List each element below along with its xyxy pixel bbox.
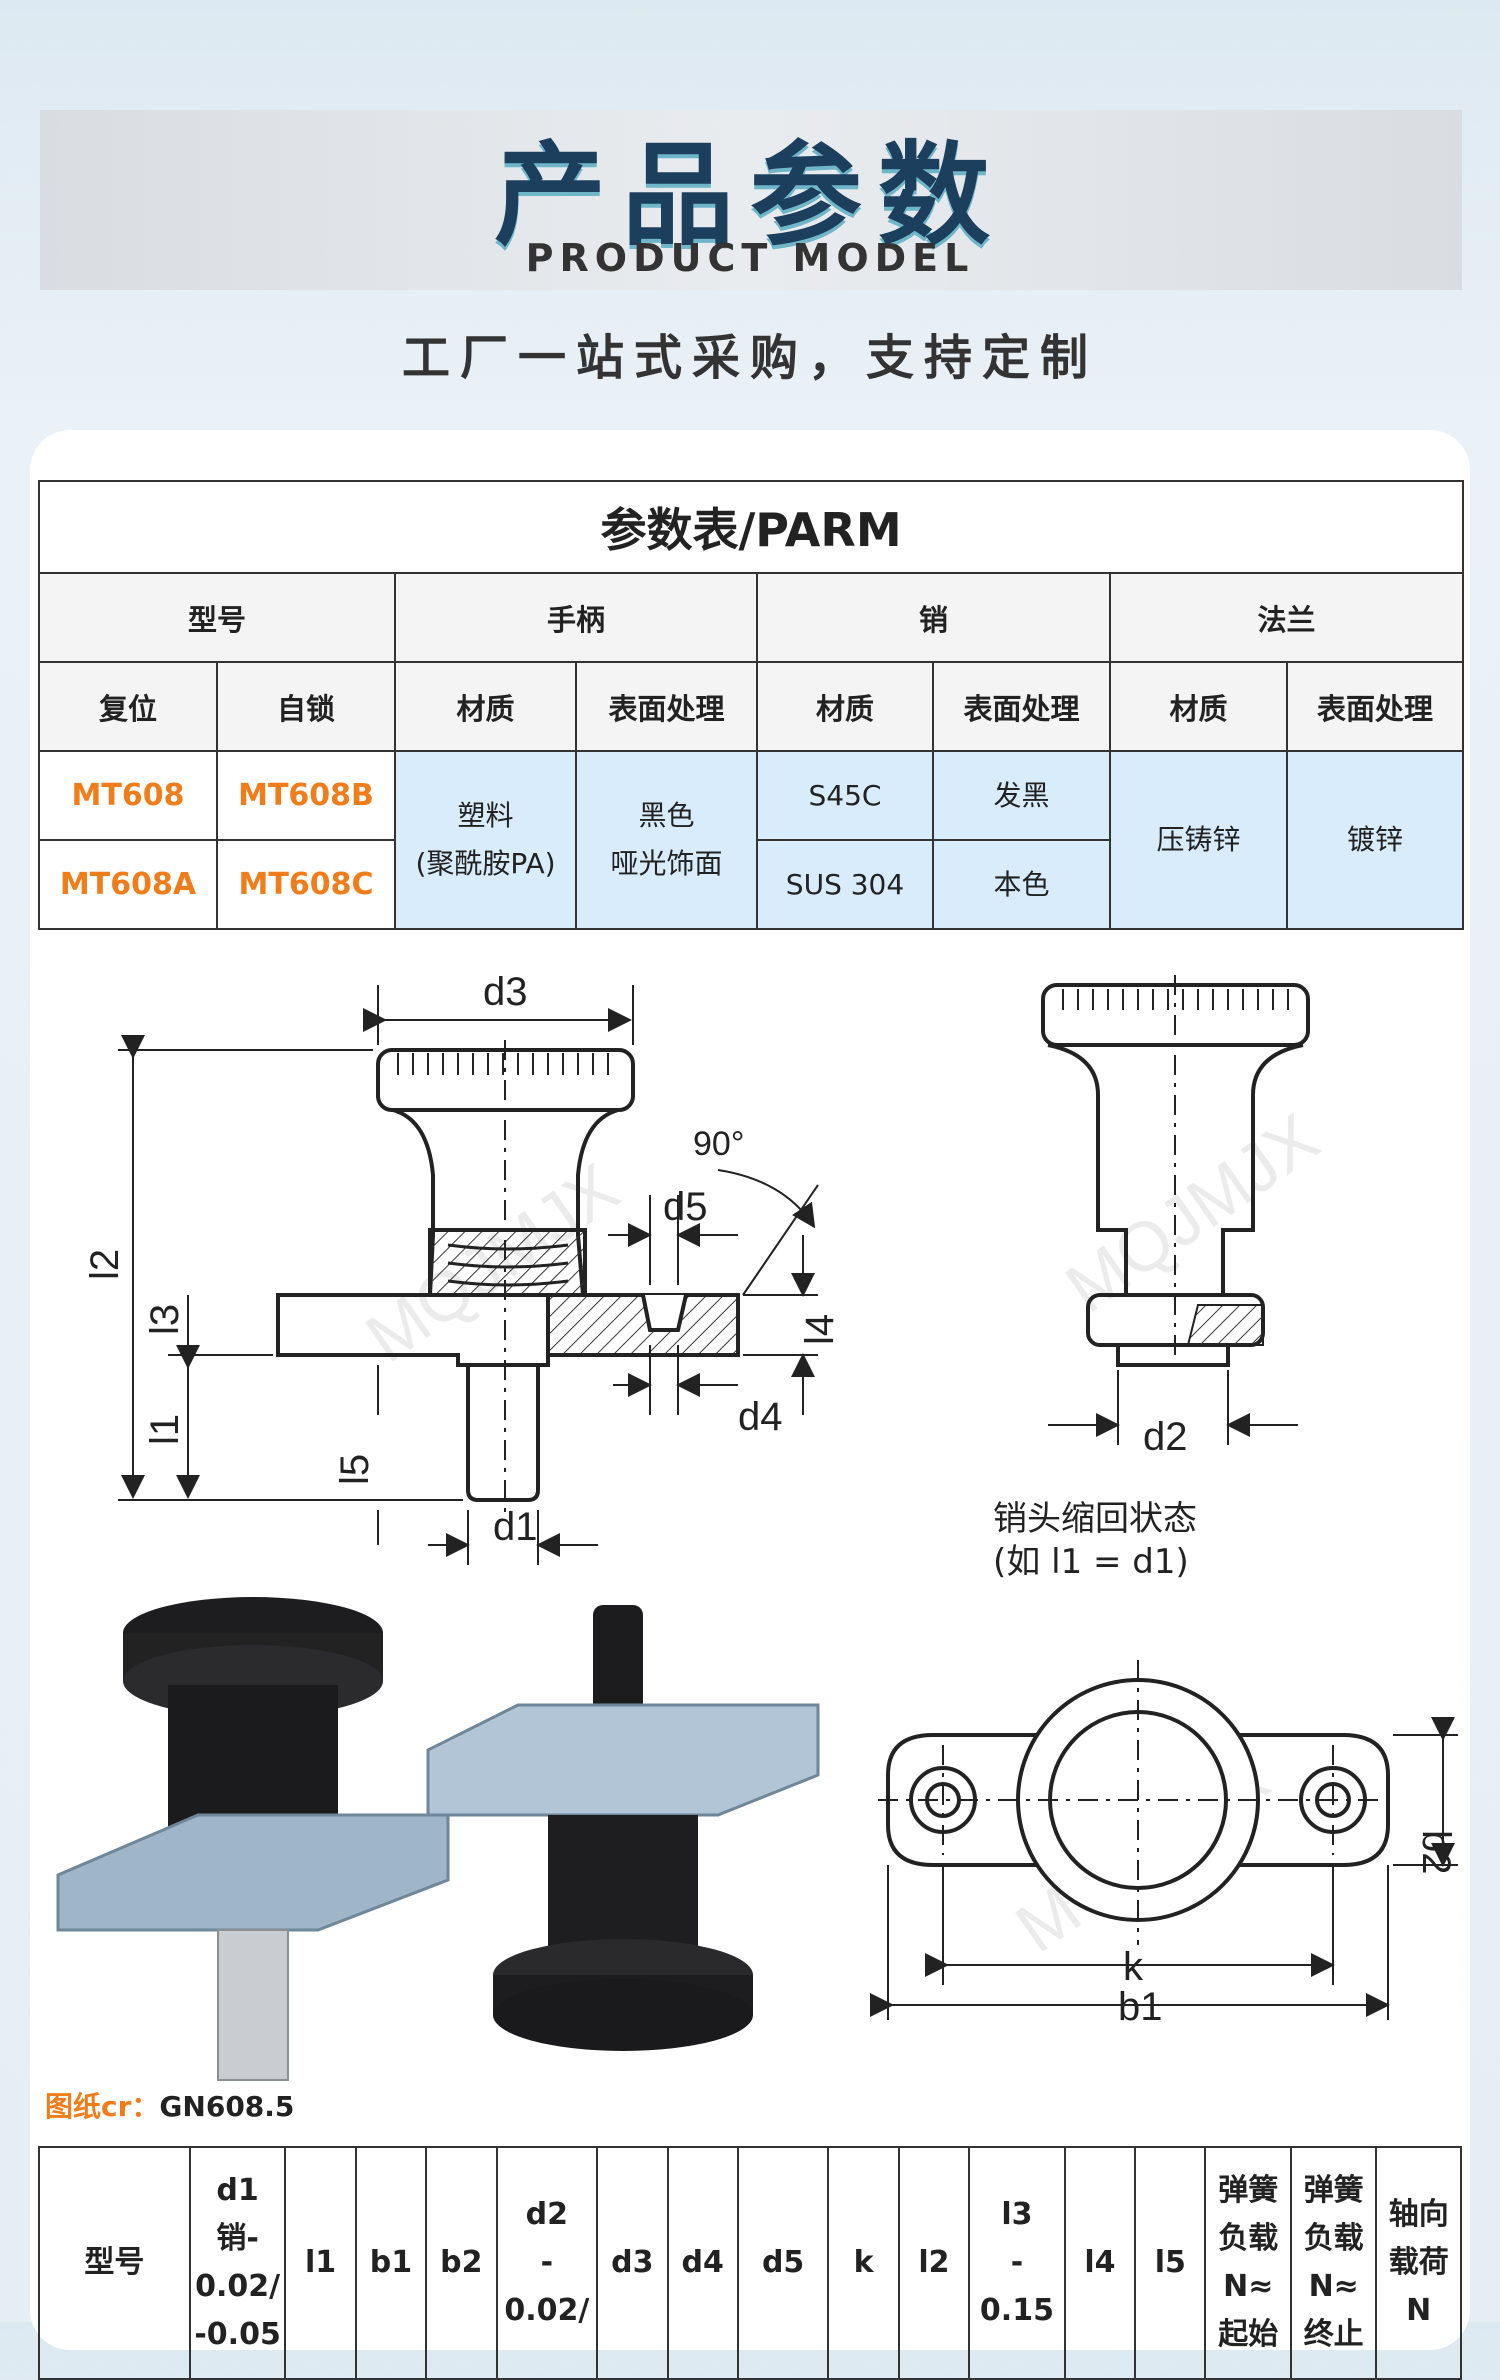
model-lock: MT608B [216, 750, 396, 841]
dim-header: d3 [596, 2146, 669, 2380]
sub-header: 复位 [38, 661, 218, 752]
retracted-caption: 销头缩回状态 [993, 1499, 1197, 1539]
handle-material: 塑料 (聚酰胺PA) [394, 750, 577, 930]
label-k: k [1123, 1945, 1144, 1989]
group-model: 型号 [38, 572, 396, 663]
table-caption: 参数表/PARM [37, 480, 1465, 574]
page-subtitle: PRODUCT MODEL [525, 236, 975, 280]
section-view [276, 1048, 740, 1502]
pin-surface: 发黑 [932, 750, 1111, 841]
top-view-dimensions [870, 1717, 1458, 2020]
sub-header: 自锁 [216, 661, 396, 752]
page-title: 产品参数 [494, 131, 1006, 261]
product-photo-right [426, 1605, 820, 2051]
svg-text:MQJMJX: MQJMJX [1052, 1098, 1332, 1327]
model-reset: MT608A [38, 839, 218, 930]
dim-header: l3 - 0.15 [968, 2146, 1066, 2380]
label-d2: d2 [1143, 1415, 1188, 1459]
flange-material: 压铸锌 [1109, 750, 1288, 930]
pin-material: S45C [756, 750, 934, 841]
dim-header: 型号 [38, 2146, 191, 2380]
sub-header: 材质 [394, 661, 577, 752]
dim-header: b1 [354, 2146, 428, 2380]
label-l3: l3 [143, 1304, 187, 1335]
label-l4: l4 [798, 1314, 842, 1345]
dim-header: l4 [1063, 2146, 1137, 2380]
label-l5: l5 [333, 1454, 377, 1485]
parameter-table: 参数表/PARM 型号 手柄 销 法兰 复位 自锁 材质 表面处理 材质 表面处… [37, 480, 1465, 930]
dim-header: l1 [284, 2146, 357, 2380]
pin-surface: 本色 [932, 839, 1111, 930]
dim-header: 弹簧 负载 N≈ 终止 [1289, 2146, 1378, 2380]
retracted-dimension [1048, 1370, 1298, 1445]
technical-drawing: MQJMJX MQJMJX MQJMJX [56, 970, 1458, 2081]
sub-header: 材质 [1109, 661, 1288, 752]
dim-header: l5 [1134, 2146, 1207, 2380]
drawing-note-value: GN608.5 [159, 2090, 295, 2123]
dim-header: 弹簧 负载 N≈ 起始 [1204, 2146, 1292, 2380]
label-b2: b2 [1414, 1830, 1458, 1875]
label-angle: 90° [693, 1125, 744, 1163]
pin-material: SUS 304 [756, 839, 934, 930]
dim-header: 轴向 载荷 N [1375, 2146, 1462, 2380]
label-l2: l2 [83, 1249, 127, 1280]
dim-header: d2 - 0.02/ [495, 2146, 599, 2380]
dim-header: d1 销- 0.02/ -0.05 [188, 2146, 287, 2380]
label-l1: l1 [143, 1414, 187, 1445]
dim-header: l2 [897, 2146, 971, 2380]
retracted-caption-formula: (如 l1 = d1) [993, 1542, 1189, 1582]
label-d4: d4 [738, 1395, 783, 1439]
dim-header: d4 [666, 2146, 739, 2380]
sub-header: 材质 [756, 661, 934, 752]
group-flange: 法兰 [1108, 572, 1465, 663]
model-lock: MT608C [216, 839, 396, 930]
flange-surface: 镀锌 [1285, 750, 1465, 930]
label-d1: d1 [493, 1505, 538, 1549]
retracted-view [1041, 983, 1310, 1367]
label-d3: d3 [483, 970, 528, 1014]
sub-header: 表面处理 [575, 661, 758, 752]
dimension-table: 型号 d1 销- 0.02/ -0.05 l1 b1 b2 d2 - 0.02/… [38, 2146, 1462, 2380]
group-handle: 手柄 [394, 572, 758, 663]
handle-surface: 黑色 哑光饰面 [575, 750, 758, 930]
label-d5: d5 [663, 1185, 708, 1229]
hero-banner [40, 110, 1462, 290]
dimension-lines [118, 985, 819, 1565]
model-reset: MT608 [38, 750, 218, 841]
dim-header: d5 [736, 2146, 830, 2380]
dim-header: k [827, 2146, 900, 2380]
dim-header: b2 [425, 2146, 498, 2380]
sub-header: 表面处理 [1285, 661, 1465, 752]
slogan: 工厂一站式采购，支持定制 [401, 330, 1098, 386]
drawing-note-label: 图纸cr： [45, 2090, 160, 2123]
drawing-note: 图纸cr：GN608.5 [45, 2085, 294, 2125]
sub-header: 表面处理 [932, 661, 1111, 752]
label-b1: b1 [1118, 1985, 1163, 2029]
product-photo-left [56, 1597, 450, 2081]
group-pin: 销 [756, 572, 1111, 663]
